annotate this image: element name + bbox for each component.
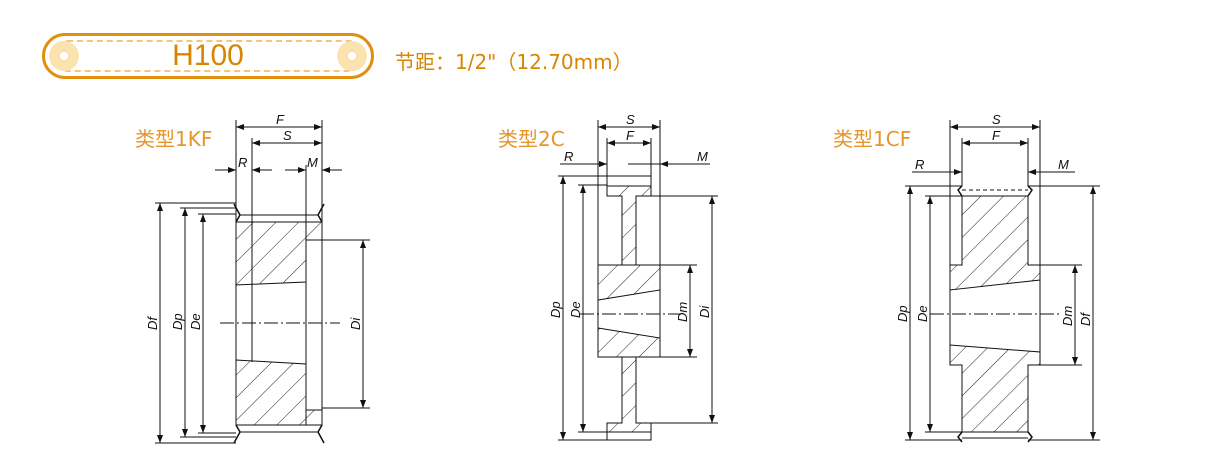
dim-label-di: Di — [697, 305, 712, 318]
dim-label-de: De — [915, 305, 930, 322]
diagram-1cf — [905, 120, 1100, 443]
dim-label-dm: Dm — [1060, 306, 1075, 326]
dim-label-f: F — [626, 128, 635, 143]
type-label-1kf: 类型1KF — [135, 127, 213, 151]
dim-label-di: Di — [348, 317, 363, 330]
diagram-1kf — [155, 120, 370, 444]
series-title: H100 — [172, 39, 244, 72]
dim-label-m: M — [307, 155, 318, 170]
dim-label-f: F — [276, 112, 285, 127]
dim-label-s: S — [992, 112, 1001, 127]
dim-label-df: Df — [145, 316, 160, 330]
dim-label-s: S — [283, 128, 292, 143]
diagram-2c — [558, 120, 718, 441]
dim-label-r: R — [238, 155, 247, 170]
type-label-1cf: 类型1CF — [833, 127, 912, 151]
dim-label-s: S — [626, 112, 635, 127]
dim-label-dm: Dm — [675, 302, 690, 322]
dim-label-df: Df — [1078, 312, 1093, 326]
dim-label-dp: Dp — [170, 313, 185, 330]
dim-label-m: M — [1058, 157, 1069, 172]
pitch-text: 节距：1/2"（12.70mm） — [395, 50, 633, 74]
dim-label-r: R — [915, 157, 924, 172]
gear-icon — [49, 41, 79, 71]
dim-label-m: M — [697, 149, 708, 164]
series-title-badge: H100 — [42, 33, 374, 79]
type-label-2c: 类型2C — [498, 127, 565, 151]
dim-label-de: De — [568, 301, 583, 318]
dim-label-de: De — [188, 313, 203, 330]
gear-icon — [337, 41, 367, 71]
dim-label-dp: Dp — [895, 305, 910, 322]
dim-label-f: F — [992, 128, 1001, 143]
dim-label-dp: Dp — [548, 301, 563, 318]
dim-label-r: R — [564, 149, 573, 164]
